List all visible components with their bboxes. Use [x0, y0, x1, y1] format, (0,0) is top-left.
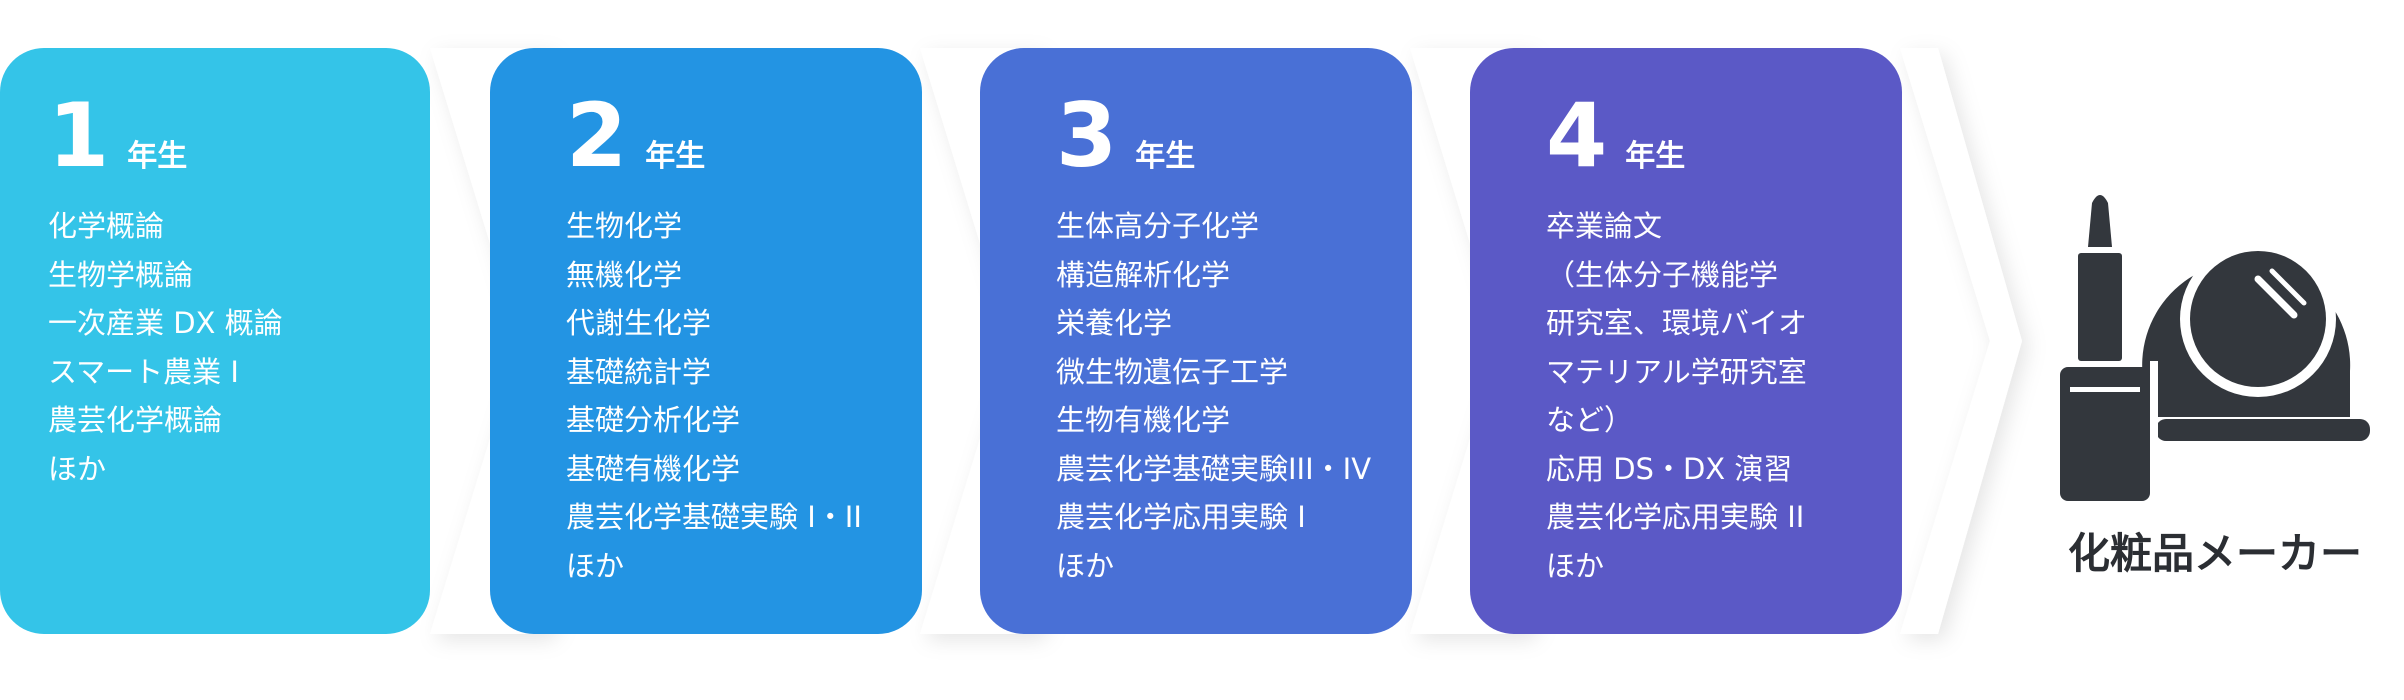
stage-header: 3 年生: [1056, 88, 1195, 184]
course-item: 生物化学: [566, 209, 683, 243]
course-item: 生物学概論: [48, 257, 194, 292]
course-item: 農芸化学基礎実験III・IV: [1056, 451, 1372, 486]
course-item: 構造解析化学: [1056, 257, 1231, 292]
course-item: 研究室、環境バイオ: [1546, 306, 1808, 340]
course-item: 農芸化学概論: [48, 403, 223, 437]
course-list: 化学概論生物学概論一次産業 DX 概論スマート農業 I 農芸化学概論ほか: [48, 202, 283, 493]
course-item: ほか: [48, 451, 107, 486]
stage-number: 1: [48, 84, 110, 187]
course-item: スマート農業 I: [48, 354, 239, 389]
course-item: ほか: [1056, 548, 1115, 583]
course-list: 生物化学無機化学代謝生化学基礎統計学基礎分析化学基礎有機化学農芸化学基礎実験 I…: [566, 202, 862, 590]
course-item: 卒業論文: [1546, 209, 1663, 243]
course-item: （生体分子機能学: [1546, 257, 1779, 292]
stage-year-label: 年生: [127, 139, 188, 174]
course-list: 卒業論文 （生体分子機能学研究室、環境バイオマテリアル学研究室など） 応用 DS・D…: [1546, 202, 1807, 590]
course-item: 栄養化学: [1056, 306, 1173, 340]
course-item: 農芸化学応用実験 I: [1056, 500, 1306, 534]
stage-number: 2: [566, 84, 628, 187]
chevron-arrow-4: [1900, 48, 2022, 634]
destination-label: 化粧品メーカー: [2067, 529, 2362, 578]
stage-card-year-4: 4 年生 卒業論文 （生体分子機能学研究室、環境バイオマテリアル学研究室など） 応用…: [1470, 48, 1902, 634]
course-item: 代謝生化学: [566, 306, 712, 340]
course-item: 応用 DS・DX 演習: [1546, 451, 1793, 486]
course-item: 基礎分析化学: [566, 403, 741, 437]
course-item: 無機化学: [566, 257, 683, 292]
stage-year-label: 年生: [1135, 139, 1196, 174]
course-item: 農芸化学基礎実験 I・II: [566, 500, 862, 534]
course-item: ほか: [566, 548, 625, 583]
course-item: ほか: [1546, 548, 1605, 583]
course-item: マテリアル学研究室: [1546, 354, 1807, 389]
course-list: 生体高分子化学構造解析化学栄養化学微生物遺伝子工学生物有機化学農芸化学基礎実験I…: [1056, 202, 1371, 590]
course-item: 生物有機化学: [1056, 403, 1231, 437]
stage-number: 4: [1546, 84, 1608, 187]
stage-header: 1 年生: [48, 88, 187, 184]
stage-header: 4 年生: [1546, 88, 1685, 184]
course-item: 基礎有機化学: [566, 451, 741, 486]
stage-card-year-3: 3 年生 生体高分子化学構造解析化学栄養化学微生物遺伝子工学生物有機化学農芸化学…: [980, 48, 1412, 634]
course-item: 基礎統計学: [566, 354, 712, 389]
stage-card-year-2: 2 年生 生物化学無機化学代謝生化学基礎統計学基礎分析化学基礎有機化学農芸化学基…: [490, 48, 922, 634]
course-item: 一次産業 DX 概論: [48, 306, 283, 340]
course-item: 化学概論: [48, 209, 165, 243]
stage-year-label: 年生: [1625, 139, 1686, 174]
stage-number: 3: [1056, 84, 1118, 187]
course-item: など）: [1546, 403, 1634, 437]
course-item: 微生物遺伝子工学: [1056, 354, 1289, 389]
stage-year-label: 年生: [645, 139, 706, 174]
stage-header: 2 年生: [566, 88, 705, 184]
course-item: 生体高分子化学: [1056, 209, 1260, 243]
stage-card-year-1: 1 年生 化学概論生物学概論一次産業 DX 概論スマート農業 I 農芸化学概論ほか: [0, 48, 430, 634]
course-item: 農芸化学応用実験 II: [1546, 500, 1805, 534]
cosmetics-icon: [2060, 195, 2370, 501]
